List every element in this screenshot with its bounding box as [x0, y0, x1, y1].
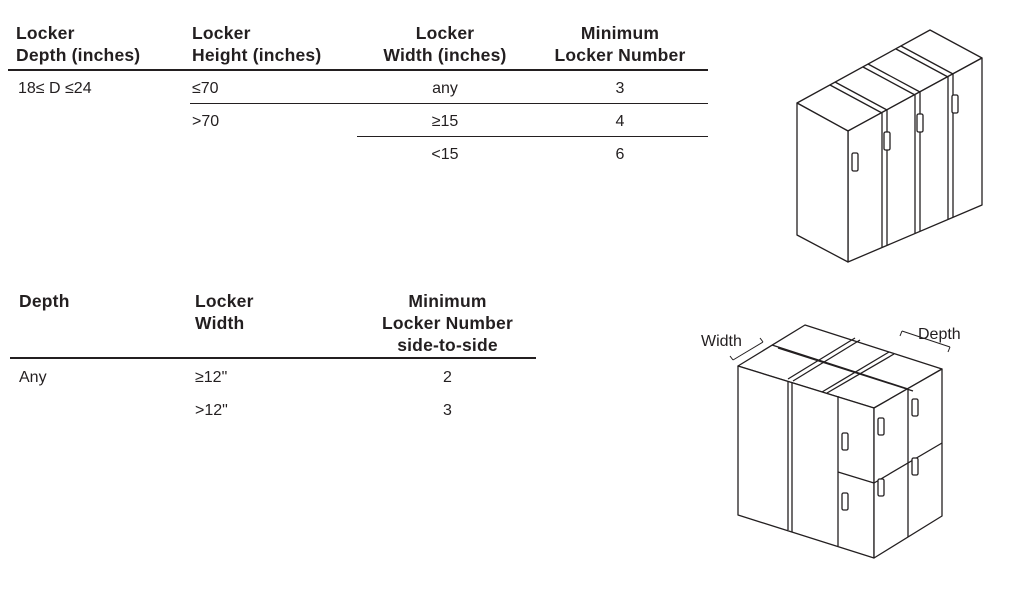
table1-cell-min: 6	[615, 146, 625, 163]
table2-cell-min: 3	[443, 402, 452, 419]
table1-row-rule	[190, 103, 708, 104]
table1-cell-depth: 18≤ D ≤24	[18, 80, 92, 97]
table2-header-rule	[10, 357, 536, 359]
table1-header-rule	[8, 69, 708, 71]
table1-cell-min: 3	[615, 80, 625, 97]
depth-dimension-label: Depth	[918, 326, 961, 343]
header-line: Width	[195, 313, 245, 333]
header-line: side-to-side	[397, 335, 498, 355]
locker-block-illustration	[729, 324, 951, 559]
header-line: Locker Number	[382, 313, 513, 333]
table2-cell-depth: Any	[19, 369, 47, 386]
width-dimension-label: Width	[701, 333, 742, 350]
table1-cell-height: >70	[192, 113, 220, 130]
table2-header-depth: Depth	[19, 290, 70, 312]
table1-cell-min: 4	[615, 113, 625, 130]
table1-cell-width: any	[432, 80, 458, 97]
header-line: Width (inches)	[383, 45, 507, 65]
header-line: Locker	[16, 23, 75, 43]
table2-cell-width: >12"	[195, 402, 228, 419]
table2-header-min: Minimum Locker Number side-to-side	[360, 290, 535, 356]
table1-header-min: Minimum Locker Number	[535, 22, 705, 66]
table2-cell-width: ≥12"	[195, 369, 228, 386]
header-line: Locker	[415, 23, 475, 43]
header-line: Minimum	[580, 23, 660, 43]
header-line: Locker	[195, 291, 254, 311]
table2-cell-min: 2	[443, 369, 452, 386]
header-line: Depth	[19, 291, 70, 311]
table1-header-depth: Locker Depth (inches)	[16, 22, 140, 66]
table1-row-rule	[357, 136, 708, 137]
header-line: Locker Number	[554, 45, 686, 65]
table2-header-width: Locker Width	[195, 290, 254, 334]
table1-header-height: Locker Height (inches)	[192, 22, 321, 66]
table1-cell-width: ≥15	[431, 113, 459, 130]
header-line: Locker	[192, 23, 251, 43]
header-line: Depth (inches)	[16, 45, 141, 65]
table1-cell-width: <15	[431, 146, 459, 163]
header-line: Minimum	[408, 291, 487, 311]
table1-header-width: Locker Width (inches)	[360, 22, 530, 66]
header-line: Height (inches)	[192, 45, 322, 65]
table1-cell-height: ≤70	[192, 80, 219, 97]
locker-row-illustration	[796, 29, 983, 263]
